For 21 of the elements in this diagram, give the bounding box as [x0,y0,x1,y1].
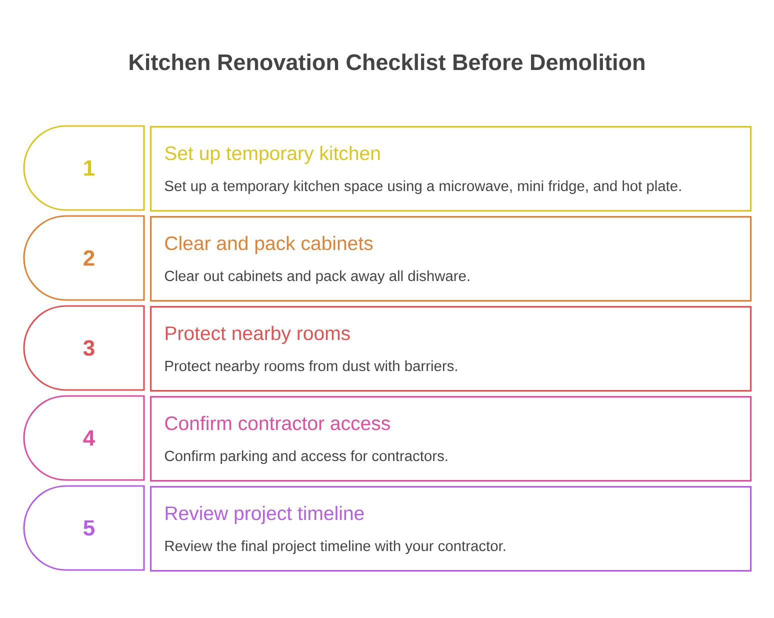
step-title: Set up temporary kitchen [165,146,380,164]
number-tab: 1 [23,125,145,211]
step-description: Set up a temporary kitchen space using a microwave, mini fridge, and hot plate. [164,180,681,194]
step-box [150,396,752,482]
step-box [150,486,752,572]
number-tab: 5 [23,485,145,571]
step-description: Review the final project timeline with your contractor. [165,540,506,554]
title: Kitchen Renovation Checklist Before Demolition [130,54,644,70]
step-title: Protect nearby rooms [166,326,350,344]
step-description: Clear out cabinets and pack away all dishware. [164,270,470,284]
step-title: Clear and pack cabinets [165,236,373,254]
step-title: Confirm contractor access [165,416,390,430]
step-box [150,216,752,302]
step-box [150,126,752,212]
step-box [150,306,752,392]
number-tab: 3 [23,305,145,391]
step-description: Confirm parking and access for contractors. [164,450,448,464]
step-title: Review project timeline [166,506,364,524]
number-tab: 2 [23,215,145,301]
number-tab: 4 [23,395,145,481]
step-description: Protect nearby rooms from dust with barriers. [165,360,457,374]
